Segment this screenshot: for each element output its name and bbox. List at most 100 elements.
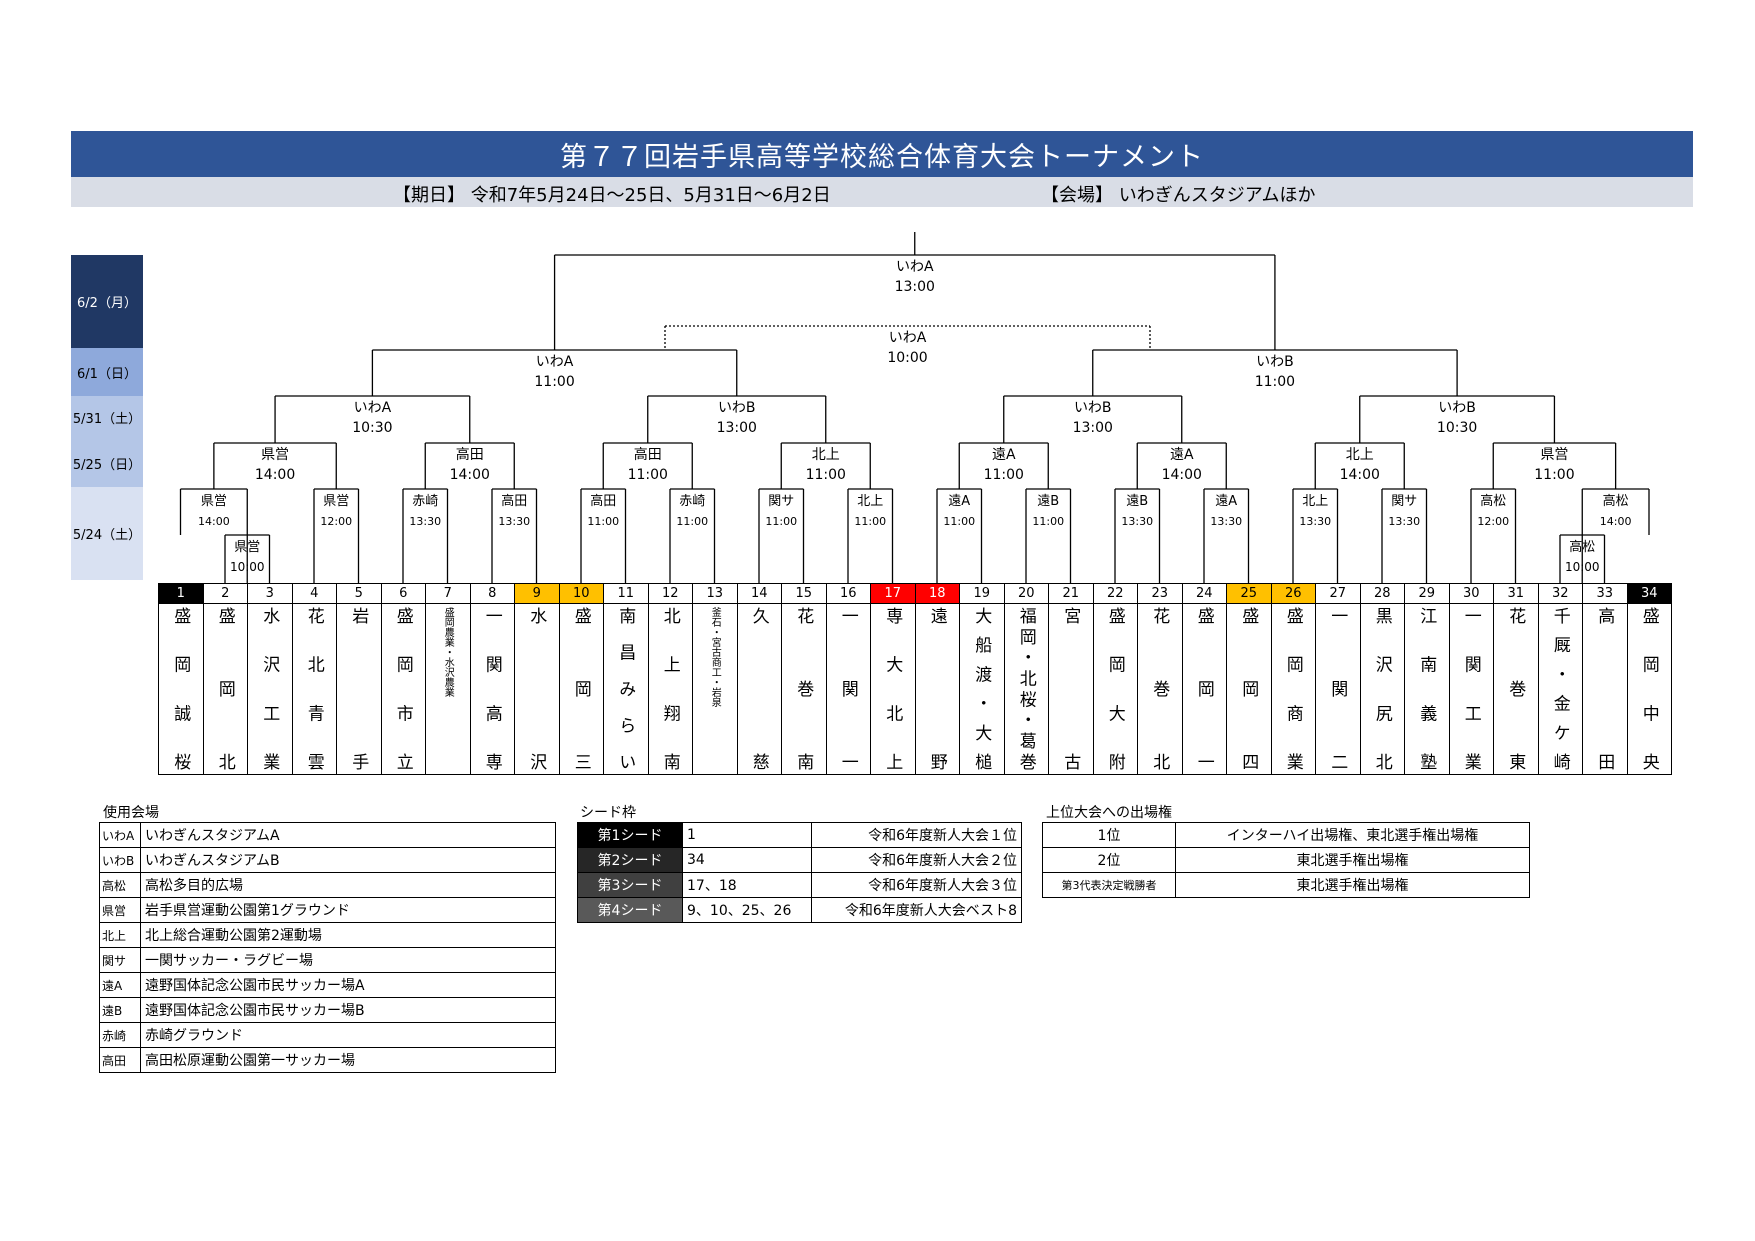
team-name: 盛岡一	[1193, 607, 1214, 770]
dates-text: 【期日】 令和7年5月24日～25日、5月31日～6月2日	[393, 185, 831, 206]
team-number: 6	[381, 584, 426, 604]
team-number: 5	[337, 584, 382, 604]
day-text: 6/1（日）	[77, 366, 137, 382]
team-name: 盛岡中央	[1638, 607, 1659, 770]
team-number: 10	[559, 584, 604, 604]
team-cell: 盛岡大附	[1093, 603, 1138, 775]
team-cell: 岩手	[337, 603, 382, 775]
team-number: 19	[960, 584, 1005, 604]
team-cell: 盛岡市立	[381, 603, 426, 775]
venue-abbr: 県営	[99, 897, 141, 923]
venue-name: 遠野国体記念公園市民サッカー場A	[140, 972, 556, 998]
team-number: 9	[515, 584, 560, 604]
team-name: 遠野	[926, 607, 947, 770]
team-number: 34	[1627, 584, 1672, 604]
team-name: 一関高専	[481, 607, 502, 770]
match-label: いわA	[354, 400, 392, 416]
match-label: 13:30	[498, 515, 530, 528]
match-label: いわA	[896, 259, 934, 275]
team-name-row: 盛岡誠桜盛岡北水沢工業花北青雲岩手盛岡市立盛岡農業・水沢農業一関高専水沢盛岡三南…	[158, 603, 1672, 775]
team-name: 水沢	[526, 607, 547, 770]
day-label-0602: 6/2（月）	[71, 255, 143, 348]
day-text: 5/31（土）	[72, 412, 142, 427]
team-number: 24	[1182, 584, 1227, 604]
day-text: 6/2（月）	[77, 296, 137, 311]
team-cell: 盛岡中央	[1627, 603, 1672, 775]
team-name: 盛岡北	[214, 607, 235, 770]
team-cell: 一関一	[826, 603, 871, 775]
team-cell: 盛岡誠桜	[159, 603, 204, 775]
venue-abbr: 北上	[99, 922, 141, 948]
team-cell: 盛岡三	[559, 603, 604, 775]
seed-description: 令和6年度新人大会ベスト8	[811, 897, 1022, 923]
team-number: 18	[915, 584, 960, 604]
team-cell: 盛岡一	[1182, 603, 1227, 775]
seeds-caption: シード枠	[580, 805, 636, 821]
match-label: 11:00	[765, 515, 797, 528]
team-cell: 一関二	[1316, 603, 1361, 775]
team-cell: 千厩・金ケ崎	[1538, 603, 1583, 775]
venue-abbr: 高松	[99, 872, 141, 898]
day-label-0601: 6/1（日）	[71, 348, 143, 396]
seed-label: 第1シード	[577, 822, 683, 848]
team-number: 3	[248, 584, 293, 604]
team-name: 盛岡市立	[392, 607, 413, 770]
team-cell: 花巻北	[1138, 603, 1183, 775]
venue-abbr: 遠B	[99, 997, 141, 1023]
team-name: 黒沢尻北	[1371, 607, 1392, 770]
match-label: 遠A	[1170, 447, 1194, 463]
match-label: 13:30	[1299, 515, 1331, 528]
team-name: 高田	[1594, 607, 1615, 770]
team-number: 20	[1004, 584, 1049, 604]
day-label-0525: 5/25（日）	[71, 439, 143, 487]
match-label: 遠A	[1215, 494, 1237, 509]
team-number: 33	[1583, 584, 1628, 604]
team-name: 専大北上	[882, 607, 903, 770]
team-name: 一関工業	[1460, 607, 1481, 770]
team-number: 21	[1049, 584, 1094, 604]
qual-right: 東北選手権出場権	[1175, 847, 1530, 873]
team-cell: 黒沢尻北	[1360, 603, 1405, 775]
match-label: 12:00	[320, 515, 352, 528]
team-name: 盛岡三	[570, 607, 591, 770]
seed-label: 第2シード	[577, 847, 683, 873]
team-name: 花北青雲	[303, 607, 324, 770]
match-label: 14:00	[450, 467, 490, 483]
team-cell: 盛岡農業・水沢農業	[426, 603, 471, 775]
team-name: 釜石・宮古商工・岩泉	[709, 607, 721, 707]
team-number: 31	[1494, 584, 1539, 604]
team-name: 一関一	[837, 607, 858, 770]
venue-abbr: いわA	[99, 822, 141, 848]
match-label: 11:00	[984, 467, 1024, 483]
match-label: 12:00	[1477, 515, 1509, 528]
match-label: 14:00	[255, 467, 295, 483]
venue-text: 【会場】 いわぎんスタジアムほか	[1041, 185, 1316, 206]
team-name: 大船渡・大槌	[971, 607, 992, 770]
match-label: 高松	[1480, 493, 1506, 509]
seed-numbers: 1	[682, 822, 812, 848]
team-cell: 盛岡四	[1227, 603, 1272, 775]
team-number: 1	[159, 584, 204, 604]
team-number: 7	[426, 584, 471, 604]
team-name: 花巻南	[793, 607, 814, 770]
match-label: 県営	[323, 494, 349, 509]
team-number: 22	[1093, 584, 1138, 604]
team-name: 盛岡誠桜	[170, 607, 191, 770]
match-label: 13:30	[1121, 515, 1153, 528]
team-name: 盛岡四	[1238, 607, 1259, 770]
match-label: 高松	[1603, 493, 1629, 509]
match-label: いわB	[718, 400, 756, 416]
venue-abbr: いわB	[99, 847, 141, 873]
match-label: 11:00	[806, 467, 846, 483]
match-label: 高田	[590, 493, 616, 509]
match-label: 遠B	[1126, 494, 1148, 509]
tournament-bracket: 県営10:00高松10:00県営14:00県営12:00赤崎13:30高田13:…	[179, 232, 1650, 583]
match-label: 11:00	[1255, 374, 1295, 390]
team-name: 盛岡大附	[1104, 607, 1125, 770]
venues-caption: 使用会場	[103, 805, 159, 821]
